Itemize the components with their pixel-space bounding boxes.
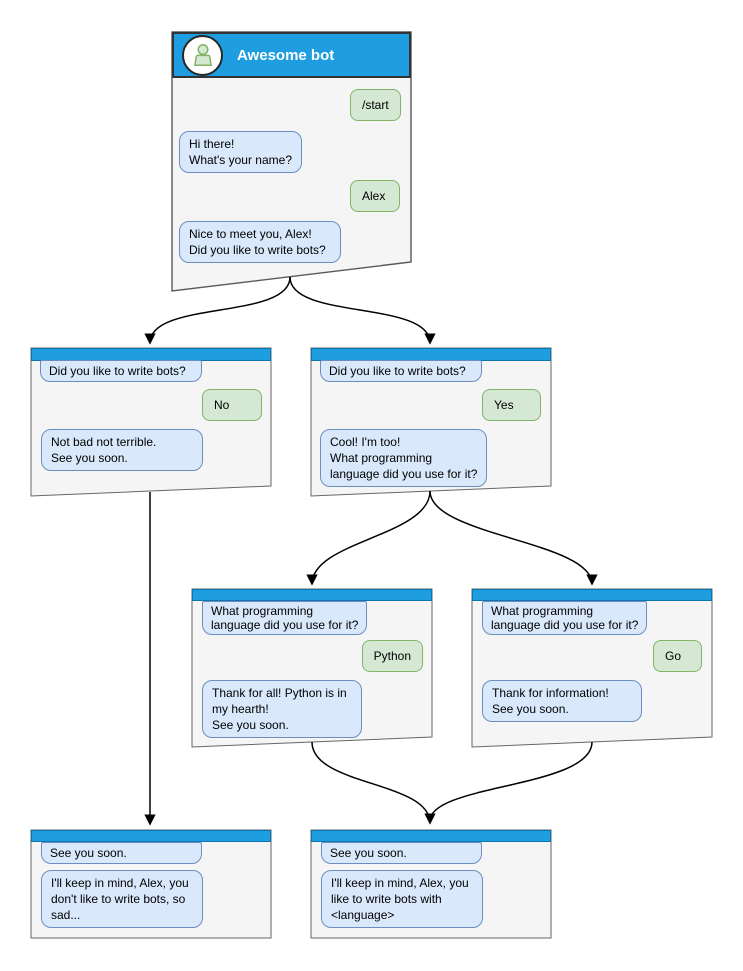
- yes-end-question: See you soon.: [321, 842, 482, 864]
- python-branch-header: [192, 589, 432, 601]
- message-start: /start: [350, 89, 401, 121]
- no-end-reply: I'll keep in mind, Alex, you don't like …: [41, 870, 203, 928]
- yes-end-reply: I'll keep in mind, Alex, you like to wri…: [321, 870, 483, 928]
- go-branch-reply: Thank for information! See you soon.: [482, 680, 642, 722]
- go-branch-question: What programming language did you use fo…: [482, 601, 648, 635]
- edge-root-to-yes: [289, 276, 436, 345]
- message-hi-there: Hi there! What's your name?: [179, 131, 303, 173]
- no-branch-answer: No: [202, 389, 262, 421]
- edge-go-to-yes-end: [429, 741, 593, 822]
- yes-branch-reply: Cool! I'm too! What programming language…: [320, 429, 488, 487]
- go-branch-header: [472, 589, 712, 601]
- edge-python-to-yes-end: [311, 741, 436, 825]
- message-alex: Alex: [350, 180, 400, 212]
- bot-avatar: [182, 34, 223, 76]
- python-branch-answer: Python: [361, 640, 423, 672]
- yes-branch-question: Did you like to write bots?: [320, 360, 482, 382]
- yes-end-header: [311, 830, 551, 842]
- no-end-header: [31, 830, 271, 842]
- no-branch-reply: Not bad not terrible. See you soon.: [41, 429, 203, 471]
- yes-branch-answer: Yes: [482, 389, 541, 421]
- python-branch-question: What programming language did you use fo…: [202, 601, 368, 635]
- root-window-header: Awesome bot: [172, 32, 411, 78]
- edge-yes-to-python: [306, 490, 431, 586]
- bot-title: Awesome bot: [237, 46, 335, 64]
- edge-root-to-no: [144, 276, 291, 345]
- no-branch-question: Did you like to write bots?: [40, 360, 202, 382]
- message-nice-to-meet: Nice to meet you, Alex! Did you like to …: [179, 221, 341, 263]
- edge-yes-to-go: [429, 490, 598, 586]
- no-end-question: See you soon.: [41, 842, 202, 864]
- python-branch-reply: Thank for all! Python is in my hearth! S…: [202, 680, 362, 738]
- person-icon: [193, 44, 212, 67]
- go-branch-answer: Go: [653, 640, 702, 672]
